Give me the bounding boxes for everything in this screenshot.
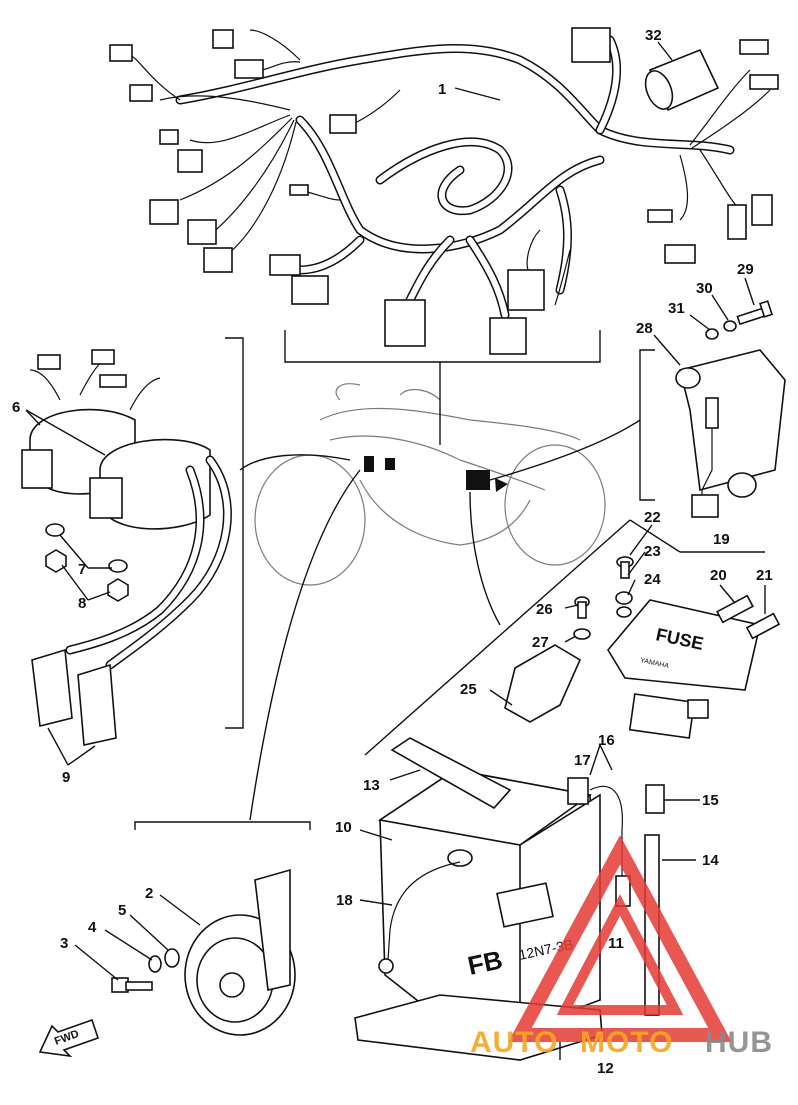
label-8: 8 xyxy=(78,595,86,612)
watermark-hub: HUB xyxy=(705,1026,773,1059)
fuse xyxy=(745,612,781,640)
battery-terminal-cover xyxy=(567,777,589,805)
bolt xyxy=(111,977,153,993)
washer xyxy=(45,523,65,537)
label-24: 24 xyxy=(644,571,661,588)
label-14: 14 xyxy=(702,852,719,869)
connector xyxy=(489,317,527,355)
label-26: 26 xyxy=(536,601,553,618)
label-22: 22 xyxy=(644,509,661,526)
leader-lines xyxy=(25,41,766,1060)
coil-location-marker xyxy=(364,456,374,472)
label-20: 20 xyxy=(710,567,727,584)
bracket xyxy=(504,644,582,723)
battery-brand: FB xyxy=(465,944,505,981)
label-18: 18 xyxy=(336,892,353,909)
label-2: 2 xyxy=(145,885,153,902)
connector xyxy=(329,114,357,134)
wire-harness xyxy=(109,27,779,355)
connector xyxy=(507,269,545,311)
connector xyxy=(159,129,179,145)
fwd-direction-arrow: FWD xyxy=(38,1018,100,1058)
connector xyxy=(212,29,234,49)
label-28: 28 xyxy=(636,320,653,337)
connector xyxy=(571,27,611,63)
connector xyxy=(129,84,153,102)
tube-cap xyxy=(645,784,665,814)
label-9: 9 xyxy=(62,769,70,786)
screw xyxy=(574,596,590,619)
horn xyxy=(184,868,296,1036)
connector xyxy=(109,44,133,62)
cdi-location-marker xyxy=(466,470,490,490)
nut xyxy=(45,549,67,573)
label-6: 6 xyxy=(12,399,20,416)
label-10: 10 xyxy=(335,819,352,836)
relay-cylinder xyxy=(644,48,720,112)
washer xyxy=(616,606,632,618)
fuse-box: FUSE YAMAHA xyxy=(607,599,761,739)
connector xyxy=(664,244,696,264)
washer xyxy=(164,948,180,968)
washer xyxy=(705,328,719,340)
connector xyxy=(177,149,203,173)
watermark-auto: AUTO xyxy=(470,1026,558,1059)
connector xyxy=(203,247,233,273)
label-15: 15 xyxy=(702,792,719,809)
connector xyxy=(187,219,217,245)
label-17: 17 xyxy=(574,752,591,769)
connector xyxy=(289,184,309,196)
callout-labels: 1 2 3 4 5 6 7 8 9 10 11 12 13 14 15 16 1… xyxy=(12,27,773,1077)
bolt xyxy=(736,300,773,326)
ignition-coils xyxy=(21,349,232,746)
connector xyxy=(384,299,426,347)
label-1: 1 xyxy=(438,81,446,98)
watermark-moto: MOTO xyxy=(580,1026,673,1059)
connector xyxy=(269,254,301,276)
connector xyxy=(149,199,179,225)
battery-strap xyxy=(390,737,512,810)
label-23: 23 xyxy=(644,543,661,560)
label-7: 7 xyxy=(78,561,86,578)
coil-location-marker xyxy=(385,458,395,470)
label-11: 11 xyxy=(608,935,624,952)
label-27: 27 xyxy=(532,634,549,651)
connector xyxy=(727,204,747,240)
cdi-unit xyxy=(675,349,786,518)
motorcycle-outline xyxy=(254,383,606,586)
label-32: 32 xyxy=(645,27,662,44)
watermark-logo: AUTO MOTO HUB xyxy=(470,835,773,1059)
label-29: 29 xyxy=(737,261,754,278)
connector xyxy=(291,275,329,305)
label-4: 4 xyxy=(88,919,97,936)
label-12: 12 xyxy=(597,1060,614,1077)
label-31: 31 xyxy=(668,300,685,317)
battery: FB 12N7-3B xyxy=(377,769,601,1032)
nut xyxy=(107,578,129,602)
screw xyxy=(616,556,634,579)
label-21: 21 xyxy=(756,567,773,584)
fuse xyxy=(716,594,754,624)
label-13: 13 xyxy=(363,777,380,794)
label-5: 5 xyxy=(118,902,126,919)
connector xyxy=(749,74,779,90)
ground-lead-end xyxy=(378,958,394,974)
washer xyxy=(615,591,633,605)
washer xyxy=(573,628,591,640)
washer xyxy=(723,320,737,332)
label-25: 25 xyxy=(460,681,477,698)
connector xyxy=(751,194,773,226)
label-3: 3 xyxy=(60,935,68,952)
connector xyxy=(647,209,673,223)
label-30: 30 xyxy=(696,280,713,297)
label-19: 19 xyxy=(713,531,730,548)
label-16: 16 xyxy=(598,732,615,749)
washer xyxy=(108,559,128,573)
connector xyxy=(739,39,769,55)
washer xyxy=(148,955,162,973)
connector xyxy=(234,59,264,79)
